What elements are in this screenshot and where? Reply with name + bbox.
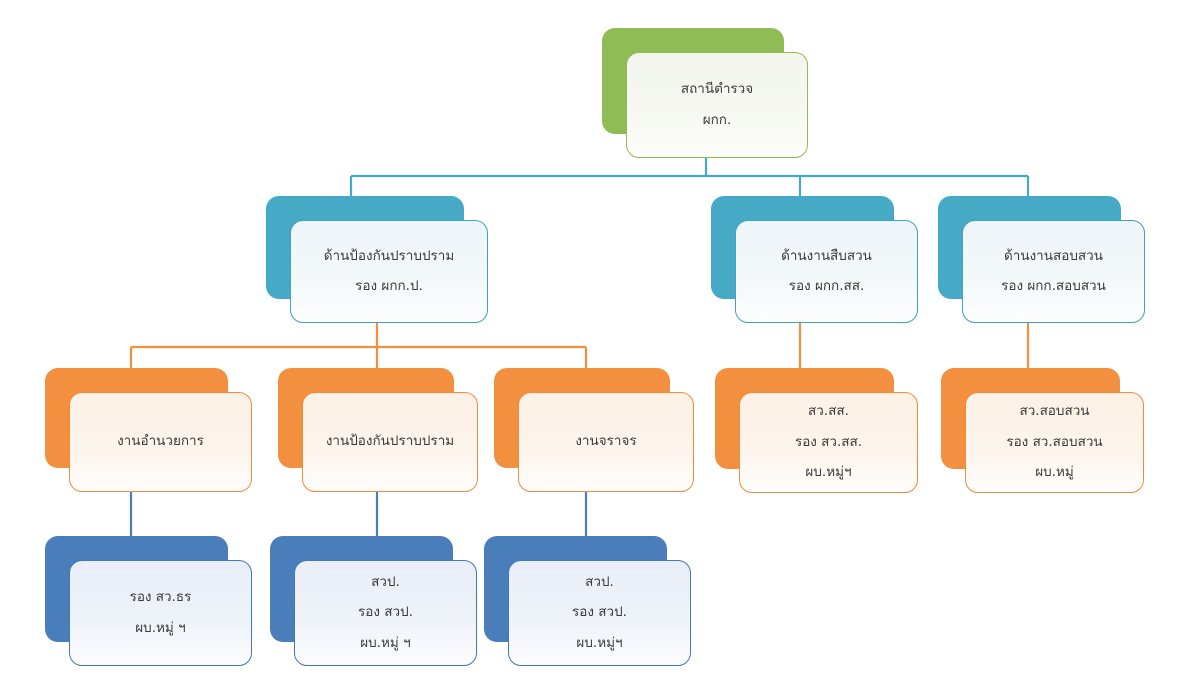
- node-root-line-1: สถานีตำรวจ: [680, 81, 754, 97]
- node-traffic-officers-line-3: ผบ.หมู่ฯ: [576, 634, 623, 651]
- node-admin-section[interactable]: งานอำนวยการ: [45, 368, 252, 492]
- node-inquiry-officers-line-3: ผบ.หมู่: [1035, 464, 1074, 481]
- connector-root-to-level2: [349, 157, 1030, 200]
- node-admin-section-labels: งานอำนวยการ: [70, 435, 251, 449]
- node-prevention-officers-labels: สวป. รอง สวป. ผบ.หมู่ ฯ: [295, 573, 476, 651]
- node-traffic-section-line-1: งานจราจร: [575, 433, 637, 450]
- node-admin-officers[interactable]: รอง สว.ธร ผบ.หมู่ ฯ: [45, 536, 252, 666]
- node-admin-section-card[interactable]: งานอำนวยการ: [69, 392, 252, 492]
- node-inquiry-branch-line-1: ด้านงานสอบสวน: [1004, 247, 1103, 264]
- node-traffic-officers-labels: สวป. รอง สวป. ผบ.หมู่ฯ: [509, 573, 690, 651]
- node-investigation-branch-labels: ด้านงานสืบสวน รอง ผกก.สส.: [736, 247, 917, 294]
- node-inquiry-branch-line-2: รอง ผกก.สอบสวน: [1001, 278, 1106, 294]
- node-inquiry-officers-card[interactable]: สว.สอบสวน รอง สว.สอบสวน ผบ.หมู่: [965, 392, 1144, 493]
- node-investigation-branch-card[interactable]: ด้านงานสืบสวน รอง ผกก.สส.: [735, 220, 918, 323]
- node-prevention-officers-card[interactable]: สวป. รอง สวป. ผบ.หมู่ ฯ: [294, 560, 477, 666]
- node-investigation-officers-line-1: สว.สส.: [808, 403, 849, 420]
- node-admin-officers-line-1: รอง สว.ธร: [129, 589, 192, 605]
- node-prevention-officers-line-2: รอง สวป.: [358, 604, 413, 621]
- node-admin-officers-card[interactable]: รอง สว.ธร ผบ.หมู่ ฯ: [69, 560, 252, 666]
- node-prevention-branch-line-1: ด้านป้องกันปราบปราม: [323, 247, 455, 264]
- node-investigation-branch-line-2: รอง ผกก.สส.: [788, 278, 865, 294]
- node-inquiry-officers[interactable]: สว.สอบสวน รอง สว.สอบสวน ผบ.หมู่: [941, 368, 1144, 493]
- connector-level3-to-level4: [129, 492, 588, 536]
- node-prevention-officers[interactable]: สวป. รอง สวป. ผบ.หมู่ ฯ: [270, 536, 477, 666]
- node-inquiry-officers-labels: สว.สอบสวน รอง สว.สอบสวน ผบ.หมู่: [966, 405, 1143, 480]
- node-prevention-section-card[interactable]: งานป้องกันปราบปราม: [302, 392, 478, 492]
- node-prevention-section-line-1: งานป้องกันปราบปราม: [325, 433, 455, 450]
- node-root-labels: สถานีตำรวจ ผกก.: [627, 81, 807, 128]
- node-traffic-officers-line-2: รอง สวป.: [572, 604, 627, 621]
- node-prevention-branch-card[interactable]: ด้านป้องกันปราบปราม รอง ผกก.ป.: [290, 220, 488, 323]
- node-prevention-section-labels: งานป้องกันปราบปราม: [303, 435, 477, 449]
- node-inquiry-officers-line-2: รอง สว.สอบสวน: [1006, 433, 1103, 450]
- connector-prevention-to-level3: [129, 322, 588, 372]
- node-traffic-officers[interactable]: สวป. รอง สวป. ผบ.หมู่ฯ: [484, 536, 691, 666]
- node-traffic-section[interactable]: งานจราจร: [494, 368, 694, 492]
- node-prevention-branch-labels: ด้านป้องกันปราบปราม รอง ผกก.ป.: [291, 247, 487, 294]
- node-investigation-officers-card[interactable]: สว.สส. รอง สว.สส. ผบ.หมู่ฯ: [739, 392, 918, 493]
- node-prevention-officers-line-1: สวป.: [371, 573, 400, 590]
- node-admin-officers-line-2: ผบ.หมู่ ฯ: [135, 619, 186, 636]
- node-traffic-section-card[interactable]: งานจราจร: [518, 392, 694, 492]
- node-investigation-officers[interactable]: สว.สส. รอง สว.สส. ผบ.หมู่ฯ: [715, 368, 918, 493]
- node-investigation-officers-line-2: รอง สว.สส.: [794, 433, 863, 450]
- node-root-card[interactable]: สถานีตำรวจ ผกก.: [626, 52, 808, 158]
- node-root[interactable]: สถานีตำรวจ ผกก.: [602, 28, 808, 158]
- node-admin-officers-labels: รอง สว.ธร ผบ.หมู่ ฯ: [70, 589, 251, 636]
- node-prevention-branch[interactable]: ด้านป้องกันปราบปราม รอง ผกก.ป.: [266, 196, 488, 323]
- node-traffic-section-labels: งานจราจร: [519, 435, 693, 449]
- node-investigation-officers-line-3: ผบ.หมู่ฯ: [805, 464, 852, 481]
- node-root-line-2: ผกก.: [702, 111, 732, 128]
- node-admin-section-line-1: งานอำนวยการ: [117, 433, 204, 450]
- node-inquiry-officers-line-1: สว.สอบสวน: [1019, 403, 1090, 420]
- node-traffic-officers-card[interactable]: สวป. รอง สวป. ผบ.หมู่ฯ: [508, 560, 691, 666]
- node-investigation-officers-labels: สว.สส. รอง สว.สส. ผบ.หมู่ฯ: [740, 405, 917, 480]
- node-inquiry-branch[interactable]: ด้านงานสอบสวน รอง ผกก.สอบสวน: [938, 196, 1145, 323]
- node-inquiry-branch-labels: ด้านงานสอบสวน รอง ผกก.สอบสวน: [963, 247, 1144, 294]
- node-traffic-officers-line-1: สวป.: [585, 573, 614, 590]
- node-inquiry-branch-card[interactable]: ด้านงานสอบสวน รอง ผกก.สอบสวน: [962, 220, 1145, 323]
- node-prevention-section[interactable]: งานป้องกันปราบปราม: [278, 368, 478, 492]
- node-investigation-branch[interactable]: ด้านงานสืบสวน รอง ผกก.สส.: [711, 196, 918, 323]
- node-prevention-officers-line-3: ผบ.หมู่ ฯ: [360, 634, 411, 651]
- node-investigation-branch-line-1: ด้านงานสืบสวน: [781, 247, 872, 264]
- node-prevention-branch-line-2: รอง ผกก.ป.: [355, 278, 423, 294]
